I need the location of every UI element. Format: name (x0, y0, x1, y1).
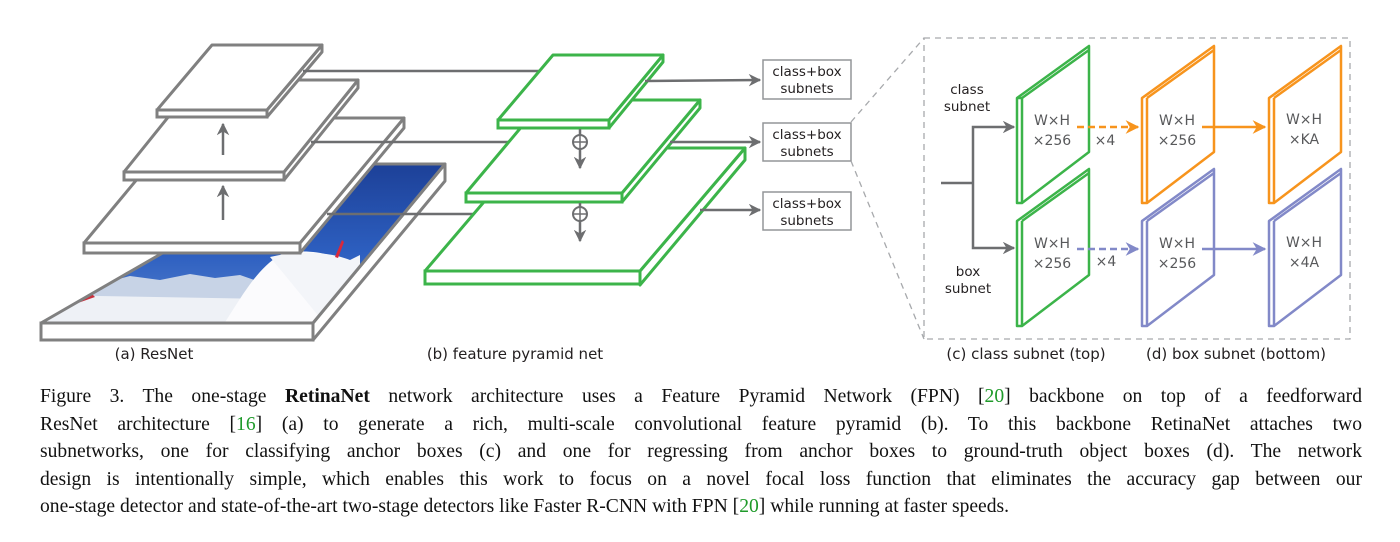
layer-dim-label: ×256 (1033, 256, 1072, 272)
resnet-layer-c5 (155, 43, 324, 119)
caption-line: ResNet architecture [16] (a) to generate… (40, 411, 1362, 439)
subnet-box: class+box subnets (762, 122, 852, 162)
caption-text: [ (229, 413, 237, 435)
layer-dim-label: W×H (1159, 113, 1195, 129)
class-output-layer: W×H ×KA (1267, 44, 1343, 205)
subnet-detail: class subnet box subnet W×H ×256 ×4 W×H … (941, 44, 1343, 328)
subnet-box-label: class+box (772, 196, 841, 212)
box-subnet-label: subnet (945, 281, 991, 297)
subfigure-label-d: (d) box subnet (bottom) (1146, 345, 1326, 363)
class-subnet-label: class (950, 82, 984, 98)
caption-text: ] (1004, 386, 1011, 407)
box-output-layer: W×H ×4A (1267, 167, 1343, 328)
layer-dim-label: ×4A (1289, 255, 1320, 271)
layer-dim-label: ×256 (1033, 133, 1072, 149)
layer-dim-label: W×H (1034, 113, 1070, 129)
class-layer-2: W×H ×256 (1140, 44, 1216, 205)
subnet-box-label: class+box (772, 64, 841, 80)
box-layer-1: W×H ×256 (1015, 167, 1091, 328)
caption-text: one-stage detector and state-of-the-art … (40, 496, 733, 518)
subnet-box-label: subnets (780, 144, 833, 160)
layer-dim-label: W×H (1034, 236, 1070, 252)
figure-caption: Figure 3. The one-stage RetinaNet networ… (40, 383, 1362, 521)
subnet-box: class+box subnets (762, 59, 852, 100)
caption-line: Figure 3. The one-stage RetinaNet networ… (40, 383, 1362, 411)
caption-text: subnetworks, one for classifying anchor … (40, 441, 1362, 463)
subnet-box-label: class+box (772, 127, 841, 143)
resnet-backbone (39, 43, 447, 342)
layer-dim-label: W×H (1286, 235, 1322, 251)
subnet-box-label: subnets (780, 81, 833, 97)
caption-line: design is intentionally simple, which en… (40, 466, 1362, 494)
merge-plus-icon (572, 206, 588, 222)
caption-bold-term: RetinaNet (284, 386, 370, 407)
fpn-level-p5 (496, 53, 665, 130)
subfigure-label-b: (b) feature pyramid net (427, 345, 603, 363)
detail-callout (850, 37, 1351, 340)
caption-text: [ (978, 386, 985, 407)
layer-dim-label: W×H (1286, 112, 1322, 128)
caption-text: design is intentionally simple, which en… (40, 468, 1362, 490)
caption-text: ] (255, 413, 263, 435)
caption-text: network architecture uses a Feature Pyra… (369, 386, 978, 407)
repeat-count-label: ×4 (1096, 254, 1117, 270)
layer-dim-label: W×H (1159, 236, 1195, 252)
citation-link[interactable]: 20 (984, 386, 1005, 407)
layer-dim-label: ×KA (1289, 132, 1320, 148)
subnet-box-label: subnets (780, 213, 833, 229)
repeat-count-label: ×4 (1095, 133, 1116, 149)
caption-line: one-stage detector and state-of-the-art … (40, 493, 1362, 521)
feature-pyramid-net (423, 53, 762, 287)
class-subnet-label: subnet (944, 99, 990, 115)
merge-plus-icon (572, 134, 588, 150)
layer-dim-label: ×256 (1158, 133, 1197, 149)
caption-text: ResNet architecture (40, 413, 230, 435)
caption-text: while running at faster speeds. (765, 496, 1010, 518)
caption-line: subnetworks, one for classifying anchor … (40, 438, 1362, 466)
subnet-box: class+box subnets (762, 191, 852, 231)
caption-text: Figure 3. The one-stage (40, 386, 285, 407)
subfigure-label-a: (a) ResNet (115, 345, 194, 363)
caption-text: (a) to generate a rich, multi-scale conv… (262, 413, 1362, 435)
box-subnet-label: box (956, 264, 980, 280)
caption-text: backbone on top of a feedforward (1010, 386, 1362, 407)
layer-dim-label: ×256 (1158, 256, 1197, 272)
box-layer-2: W×H ×256 (1140, 167, 1216, 328)
subfigure-label-c: (c) class subnet (top) (946, 345, 1105, 363)
class-layer-1: W×H ×256 (1015, 44, 1091, 205)
citation-link[interactable]: 16 (236, 413, 256, 435)
retinanet-architecture-diagram: class+box subnets class+box subnets clas… (39, 37, 1351, 363)
citation-link[interactable]: 20 (739, 496, 759, 518)
caption-text: [ (732, 496, 740, 518)
caption-text: ] (758, 496, 766, 518)
